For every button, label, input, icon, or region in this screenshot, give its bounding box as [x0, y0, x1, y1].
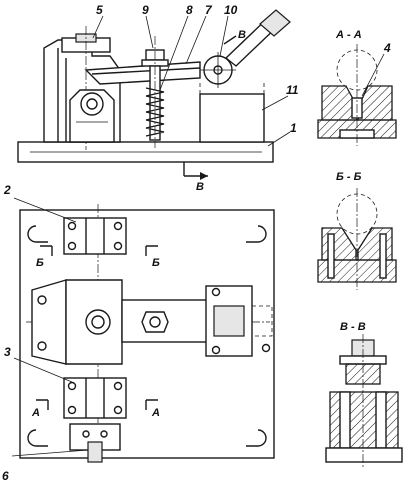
vblock-top-screw-2 — [113, 221, 123, 231]
flange-screw-1 — [37, 295, 47, 305]
callout-3: 3 — [4, 345, 11, 359]
slot-bottom-right — [246, 429, 267, 447]
section-vv-title: В - В — [340, 321, 366, 333]
pivot-support — [69, 89, 115, 143]
cut-mark-a-right: А — [151, 407, 160, 419]
leader-8 — [159, 15, 189, 91]
leader-4 — [361, 53, 385, 97]
callout-11: 11 — [286, 83, 299, 97]
vv-post-left — [339, 391, 351, 449]
section-aa — [317, 44, 397, 146]
stop-screw-2 — [100, 430, 108, 438]
section-bb — [317, 188, 397, 290]
pivot-pin — [86, 98, 98, 110]
callout-6: 6 — [2, 469, 9, 483]
section-aa-title: А - А — [335, 29, 362, 41]
pivot-eye — [80, 92, 104, 116]
callout-7: 7 — [205, 3, 213, 17]
cut-b-left — [40, 245, 53, 256]
bb-screw-left — [327, 233, 335, 279]
leader-6 — [11, 449, 89, 457]
callout-8: 8 — [186, 3, 193, 17]
flange-screw-2 — [37, 341, 47, 351]
lever-hole — [85, 309, 111, 335]
vblock-bottom-screw-1 — [67, 381, 77, 391]
slot-top-left — [27, 225, 48, 243]
cut-mark-v-top: В — [238, 29, 246, 41]
callout-5: 5 — [96, 3, 103, 17]
callout-2: 2 — [3, 183, 11, 197]
vblock-bottom — [63, 377, 127, 419]
leader-9 — [145, 15, 154, 49]
vblock-top-screw-4 — [113, 241, 123, 251]
slot-top-right — [246, 225, 267, 243]
vblock-top-screw-3 — [67, 241, 77, 251]
callout-9: 9 — [142, 3, 149, 17]
workpiece-block — [199, 93, 265, 143]
cut-arrow-top — [223, 35, 237, 45]
leader-2 — [13, 197, 77, 223]
bb-screw-right — [379, 233, 387, 279]
leader-10 — [219, 15, 229, 57]
bracket-flange — [31, 279, 67, 365]
cut-mark-a-left: А — [31, 407, 40, 419]
section-bb-title: Б - Б — [336, 171, 362, 183]
cut-b-right — [145, 245, 158, 256]
aa-base — [317, 119, 397, 139]
leader-3 — [13, 357, 73, 383]
callout-1: 1 — [290, 121, 297, 135]
cam-plan — [213, 305, 245, 337]
workpiece-hidden — [199, 80, 265, 94]
leader-5 — [92, 15, 104, 39]
clamp-spring — [145, 87, 165, 137]
aa-vblock-right — [357, 85, 393, 121]
cut-mark-v-bottom: В — [196, 181, 204, 193]
callout-10: 10 — [224, 3, 238, 17]
callout-4: 4 — [383, 41, 391, 55]
cam-screw-1 — [211, 287, 221, 297]
cam-screw-2 — [211, 345, 221, 355]
lever-hole-inner — [91, 315, 105, 329]
cut-a-left — [36, 399, 49, 410]
plan-view — [19, 204, 275, 463]
vblock-bottom-screw-4 — [113, 405, 123, 415]
vblock-top-screw-1 — [67, 221, 77, 231]
cut-mark-b-right: Б — [152, 257, 160, 269]
section-vv — [325, 334, 403, 468]
stop-screw-head — [87, 441, 103, 463]
plan-nut — [141, 311, 169, 333]
plan-stud — [149, 316, 161, 328]
plate-screw — [261, 343, 271, 353]
vv-post-right — [375, 391, 387, 449]
leader-11 — [261, 95, 289, 111]
vblock-bottom-screw-3 — [67, 405, 77, 415]
cut-mark-b-left: Б — [36, 257, 44, 269]
front-view — [17, 9, 291, 180]
leader-1 — [267, 131, 291, 147]
handle-grip — [259, 9, 291, 37]
front-callouts — [92, 15, 291, 147]
slot-bottom-left — [27, 429, 48, 447]
leader-7 — [185, 15, 207, 65]
lever-body-plan — [65, 279, 123, 365]
vblock-bottom-screw-2 — [113, 381, 123, 391]
lever-edge — [91, 67, 201, 75]
handle-plan-hidden — [251, 305, 273, 337]
vv-base — [325, 447, 403, 463]
cut-a-right — [145, 399, 158, 410]
cut-arrowhead-v — [200, 172, 208, 180]
stop-screw-1 — [82, 430, 90, 438]
